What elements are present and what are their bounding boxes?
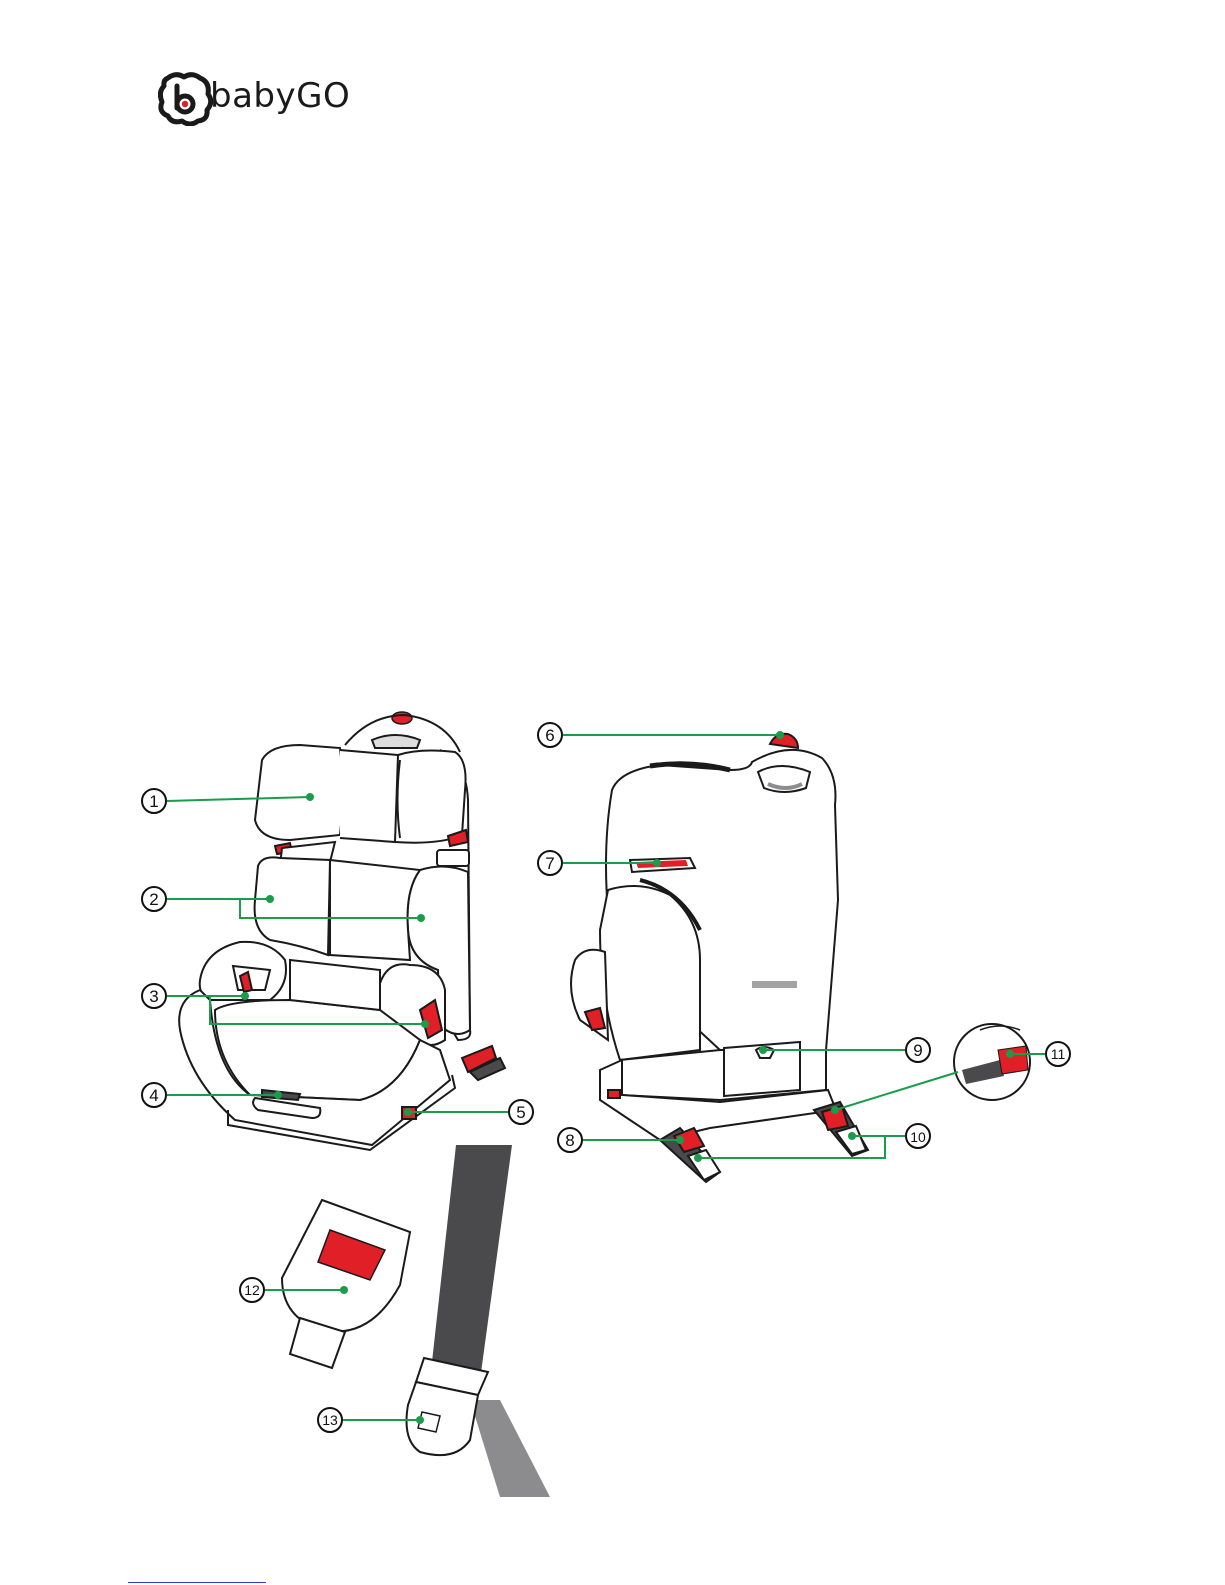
- belt-buckle-illustration: [282, 1200, 410, 1368]
- vehicle-belt-illustration: [407, 1145, 551, 1497]
- callout-11: 11: [1046, 1042, 1070, 1066]
- svg-text:10: 10: [910, 1129, 926, 1145]
- callout-4: 4: [142, 1083, 166, 1107]
- svg-text:4: 4: [149, 1086, 158, 1105]
- callout-12: 12: [240, 1278, 264, 1302]
- callout-2: 2: [142, 887, 166, 911]
- callout-8: 8: [558, 1128, 582, 1152]
- svg-text:8: 8: [565, 1131, 574, 1150]
- svg-text:1: 1: [149, 792, 158, 811]
- callout-9: 9: [906, 1038, 930, 1062]
- callout-6: 6: [538, 723, 562, 747]
- svg-text:7: 7: [545, 854, 554, 873]
- callout-10: 10: [906, 1124, 930, 1148]
- svg-text:12: 12: [244, 1282, 260, 1298]
- svg-text:9: 9: [913, 1041, 922, 1060]
- svg-text:11: 11: [1051, 1046, 1066, 1062]
- footer-link-underline[interactable]: [128, 1582, 266, 1583]
- callout-5: 5: [509, 1100, 533, 1124]
- callout-3: 3: [142, 984, 166, 1008]
- seat-rear-view: [571, 734, 868, 1182]
- seat-front-view: [179, 712, 505, 1150]
- svg-text:5: 5: [516, 1103, 525, 1122]
- svg-text:13: 13: [322, 1412, 338, 1428]
- callout-13: 13: [318, 1408, 342, 1432]
- svg-text:6: 6: [545, 726, 554, 745]
- isofix-detail-inset: [954, 1024, 1030, 1100]
- callout-1: 1: [142, 789, 166, 813]
- callout-7: 7: [538, 851, 562, 875]
- svg-text:3: 3: [149, 987, 158, 1006]
- svg-text:2: 2: [149, 890, 158, 909]
